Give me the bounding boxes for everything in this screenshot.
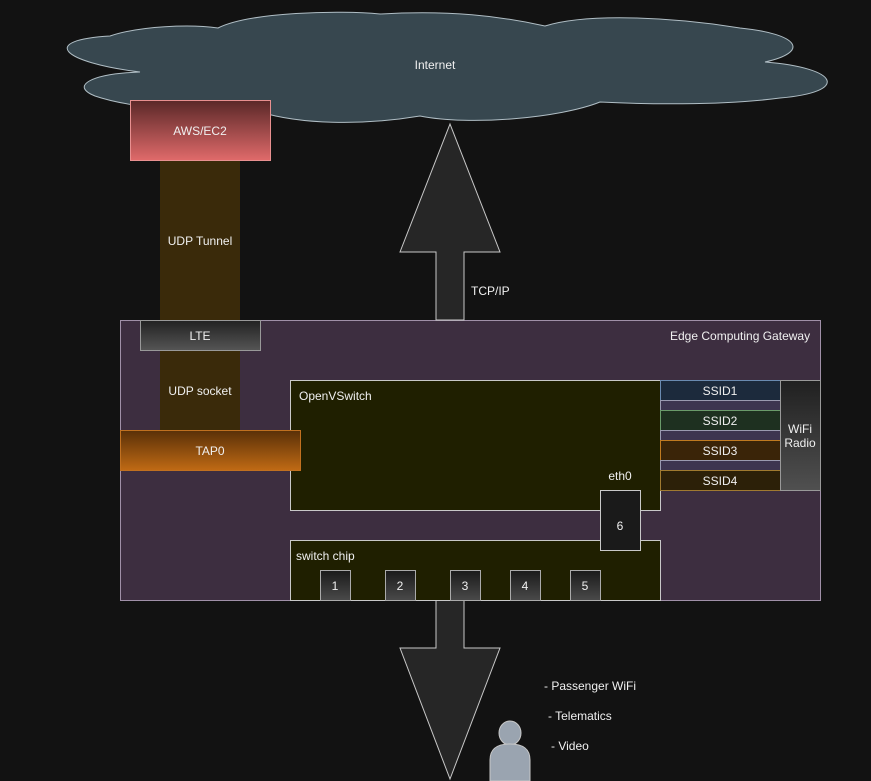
service-video: - Video [551,739,589,753]
lte-box [140,320,261,351]
ovs-box [290,380,661,511]
udp-socket-label: UDP socket [168,384,232,398]
ssid2-label: SSID2 [702,414,738,428]
aws-label: AWS/EC2 [173,124,227,138]
person-icon [489,720,531,781]
lte-label: LTE [189,329,211,343]
service-telematics: - Telematics [548,709,612,723]
ssid-gap-2 [660,430,781,441]
down-arrow-shape [399,599,501,781]
ssid-gap-3 [660,460,781,471]
udp-socket-channel [160,350,240,430]
port6-label: 6 [616,519,624,533]
switch-port-5-label: 5 [581,579,589,593]
eth0-label: eth0 [608,469,632,483]
switch-port-4-box [510,570,541,601]
ssid-gap-1 [660,400,781,411]
ssid1-label: SSID1 [702,384,738,398]
switch-chip-label: switch chip [296,549,355,563]
switch-port-3-label: 3 [461,579,469,593]
aws-box [130,100,271,161]
udp-tunnel-label: UDP Tunnel [167,234,233,248]
tap0-label: TAP0 [195,444,225,458]
udp-tunnel-channel [160,160,240,320]
service-passenger-wifi: - Passenger WiFi [544,679,637,693]
switch-port-5-box [570,570,601,601]
up-arrow-shape [399,122,501,321]
switch-port-1-label: 1 [331,579,339,593]
gateway-label: Edge Computing Gateway [670,329,811,343]
tcpip-label: TCP/IP [471,284,510,298]
ssid4-label: SSID4 [702,474,738,488]
tap0-box [120,430,301,471]
port6-box [600,490,641,551]
switch-port-3-box [450,570,481,601]
internet-label: Internet [414,58,456,72]
switch-port-4-label: 4 [521,579,529,593]
wifi-radio-line1: WiFi [788,422,812,436]
ovs-label: OpenVSwitch [299,389,372,403]
wifi-radio-line2: Radio [784,436,816,450]
switch-port-2-label: 2 [396,579,404,593]
switch-port-1-box [320,570,351,601]
ssid3-label: SSID3 [702,444,738,458]
internet-cloud-shape [66,11,828,123]
switch-port-2-box [385,570,416,601]
wifi-radio-box [780,380,821,491]
